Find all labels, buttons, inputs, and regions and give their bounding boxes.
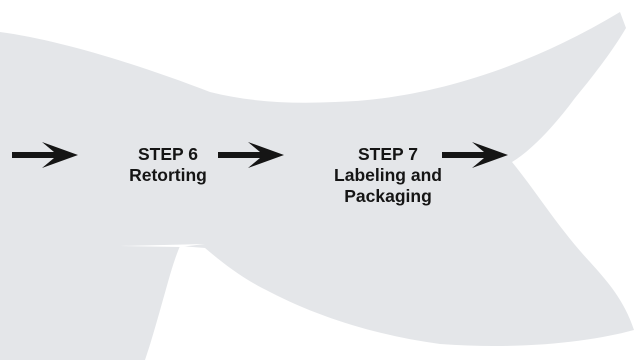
arrow-1 [12,142,78,168]
step-7-number: STEP 7 [358,144,418,164]
step-6: STEP 6 Retorting [108,144,228,186]
right-arrow-icon [442,142,508,168]
step-6-description: Retorting [129,165,207,185]
step-6-number: STEP 6 [138,144,198,164]
fish-tail-notch [120,244,205,247]
right-arrow-icon [12,142,78,168]
step-7: STEP 7 Labeling and Packaging [308,144,468,207]
arrow-3 [442,142,508,168]
step-7-description: Labeling and Packaging [334,165,442,206]
arrow-2 [218,142,284,168]
right-arrow-icon [218,142,284,168]
